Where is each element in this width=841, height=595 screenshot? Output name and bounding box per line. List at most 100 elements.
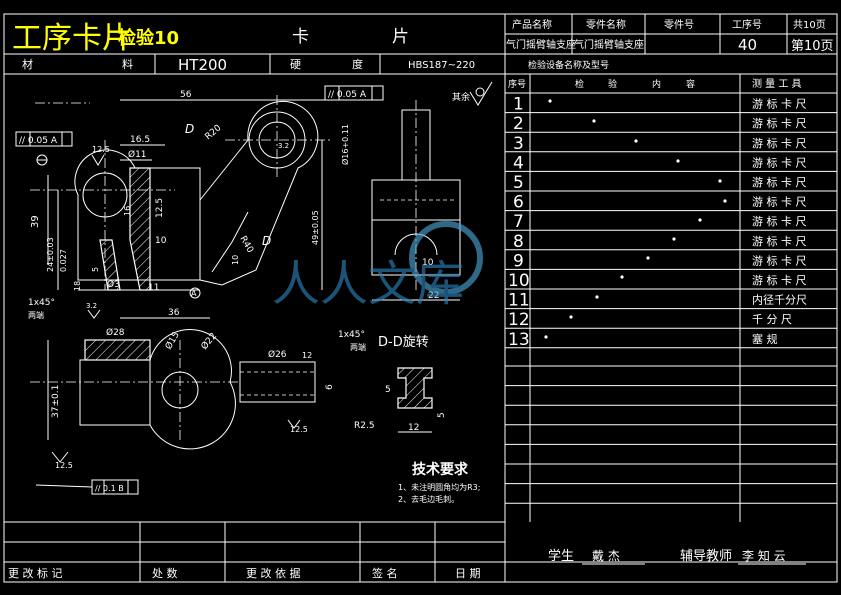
table-row-tool: 游 标 卡 尺 [752,273,807,287]
table-row-number: 11 [508,291,530,311]
footer-date: 日 期 [455,567,481,580]
dim-18: 18 [73,281,82,291]
dim-22: 22 [428,291,439,301]
product-name: 气门摇臂轴支座 [506,38,576,51]
tech-item-2: 2、去毛边毛刺。 [398,494,459,504]
technical-requirements: 技术要求 1、未注明圆角均为R3; 2、去毛边毛刺。 [398,461,480,504]
material-label-2: 料 [122,57,133,71]
table-row-number: 13 [508,330,530,350]
watermark: 人人文库 [272,221,483,312]
dim-r20: R20 [204,123,224,142]
table-row-number: 2 [513,114,524,134]
column-content-header-4: 容 [686,78,695,90]
sec-5a: 5 [385,385,391,395]
equipment-label: 检验设备名称及型号 [528,59,609,71]
dim-16-tol: Ø16+0.11 [340,124,350,165]
column-content-header-2: 验 [608,78,617,90]
student-name: 戴 杰 [592,548,620,563]
dim-11b: 11 [148,283,159,293]
rough-rest: 其余 [452,91,470,103]
sec-r25: R2.5 [354,421,375,431]
footer-place: 处 数 [152,567,178,580]
dim-10c: 10 [422,258,434,268]
inspection-number: 检验10 [118,27,179,49]
rough-3: 3.2 [278,142,289,150]
dim-r40: R40 [237,235,255,256]
dim-15: Ø15 [163,330,182,352]
dim-16-5: 16.5 [130,135,150,145]
dim-56: 56 [180,90,192,100]
page-number: 第10页 [791,39,834,54]
hardness-label-1: 硬 [290,58,301,71]
footer: 更 改 标 记 处 数 更 改 依 据 签 名 日 期 学生 戴 杰 辅导教师 … [4,521,837,582]
material-value: HT200 [178,56,227,74]
chamfer-1: 1x45° [28,298,55,308]
outer-frame [3,13,838,583]
column-tool-header: 测 量 工 具 [752,77,802,90]
both-ends-1: 两端 [28,310,44,320]
sec-12: 12 [408,423,419,433]
hardness-value: HBS187~220 [408,60,475,71]
table-row-number: 12 [508,310,530,330]
piece-label: 片 [392,27,409,47]
dim-39: 39 [30,215,41,228]
par-tol-1: // 0.05 A [328,90,367,100]
table-row-number: 3 [513,134,524,154]
dim-22b: Ø22 [199,331,219,352]
dim-49: 49±0.05 [311,210,320,245]
par-tol-3: // 0.1 B [95,484,124,493]
process-card-title: 工序卡片 [12,21,132,56]
total-pages: 共10页 [793,19,826,31]
table-row-number: 4 [513,153,524,173]
dim-28: Ø28 [106,327,125,338]
table-row-number: 7 [513,212,524,232]
empty-rows [505,346,837,522]
datum-a: A [191,289,197,298]
table-row-tool: 游 标 卡 尺 [752,175,807,189]
dim-3: Ø3 [107,279,120,290]
table-row-tool: 游 标 卡 尺 [752,234,807,248]
part-no-label: 零件号 [664,19,694,31]
teacher-name: 李 知 云 [742,548,786,563]
table-row-number: 10 [508,271,530,291]
section-label: D-D旋转 [378,335,429,350]
watermark-text: 人人文库 [272,256,464,312]
rough-5: 12.5 [290,425,308,434]
inspection-rows: 1 游 标 卡 尺 2 游 标 卡 尺 3 游 标 卡 尺 4 游 标 卡 尺 5 游 标 卡 尺… [505,95,837,350]
bottom-view: 37±0.1 Ø28 Ø15 Ø22 Ø26 12 6 1x45° 两端 1x4… [28,298,366,495]
rough-2: 12.5 [155,198,165,218]
dim-10a: 10 [155,236,167,246]
chamfer-2: 1x45° [338,330,365,340]
tech-title: 技术要求 [412,461,469,478]
column-content-header-1: 检 [575,78,584,90]
dim-0027: 0.027 [59,249,68,272]
student-label: 学生 [548,548,574,564]
part-name: 气门摇臂轴支座 [574,38,644,51]
product-name-label: 产品名称 [512,18,552,31]
process-no-label: 工序号 [732,18,762,31]
dim-12: 12 [302,351,312,360]
table-row-tool: 塞 规 [752,332,778,346]
table-row-tool: 内径千分尺 [752,293,807,307]
table-row-tool: 游 标 卡 尺 [752,136,807,150]
table-row-number: 1 [513,95,524,115]
part-name-label: 零件名称 [586,18,626,31]
hardness-label-2: 度 [352,57,363,71]
content-dots [544,99,727,339]
footer-change-basis: 更 改 依 据 [246,566,301,580]
section-d-d: D-D旋转 5 5 R2.5 12 [354,335,447,433]
rough-6: 12.5 [55,461,73,470]
dim-d-label-2: D [262,234,271,248]
dim-37: 37±0.1 [51,385,61,418]
dim-24: 24±0.03 [46,237,55,272]
table-row-tool: 游 标 卡 尺 [752,195,807,209]
table-row-number: 8 [513,232,524,252]
sec-5b: 5 [437,412,447,418]
dim-36: 36 [168,308,180,318]
table-row-number: 5 [513,173,524,193]
footer-change-mark: 更 改 标 记 [8,566,63,580]
par-tol-2: // 0.05 A [19,136,58,146]
dim-10b: 10 [231,255,240,265]
